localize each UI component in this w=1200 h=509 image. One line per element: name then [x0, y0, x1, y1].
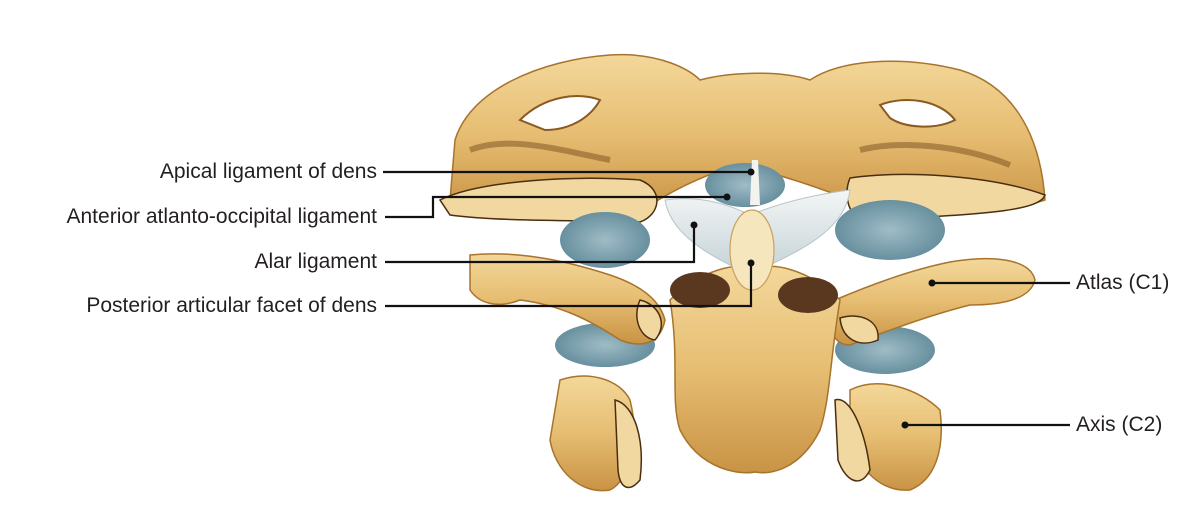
left-foramen — [670, 272, 730, 308]
axis-bone — [549, 209, 942, 492]
label-apical-ligament: Apical ligament of dens — [159, 160, 377, 183]
atlas-bone — [469, 253, 1036, 346]
leader-dots — [690, 168, 936, 429]
label-anterior-atlanto-occipital-ligament: Anterior atlanto-occipital ligament — [66, 205, 378, 228]
label-axis: Axis (C2) — [1076, 413, 1163, 436]
label-alar-ligament: Alar ligament — [254, 250, 377, 273]
leader-lines — [383, 170, 1070, 427]
label-atlas: Atlas (C1) — [1076, 271, 1170, 294]
label-posterior-articular-facet: Posterior articular facet of dens — [86, 294, 377, 317]
right-foramen — [778, 277, 838, 313]
